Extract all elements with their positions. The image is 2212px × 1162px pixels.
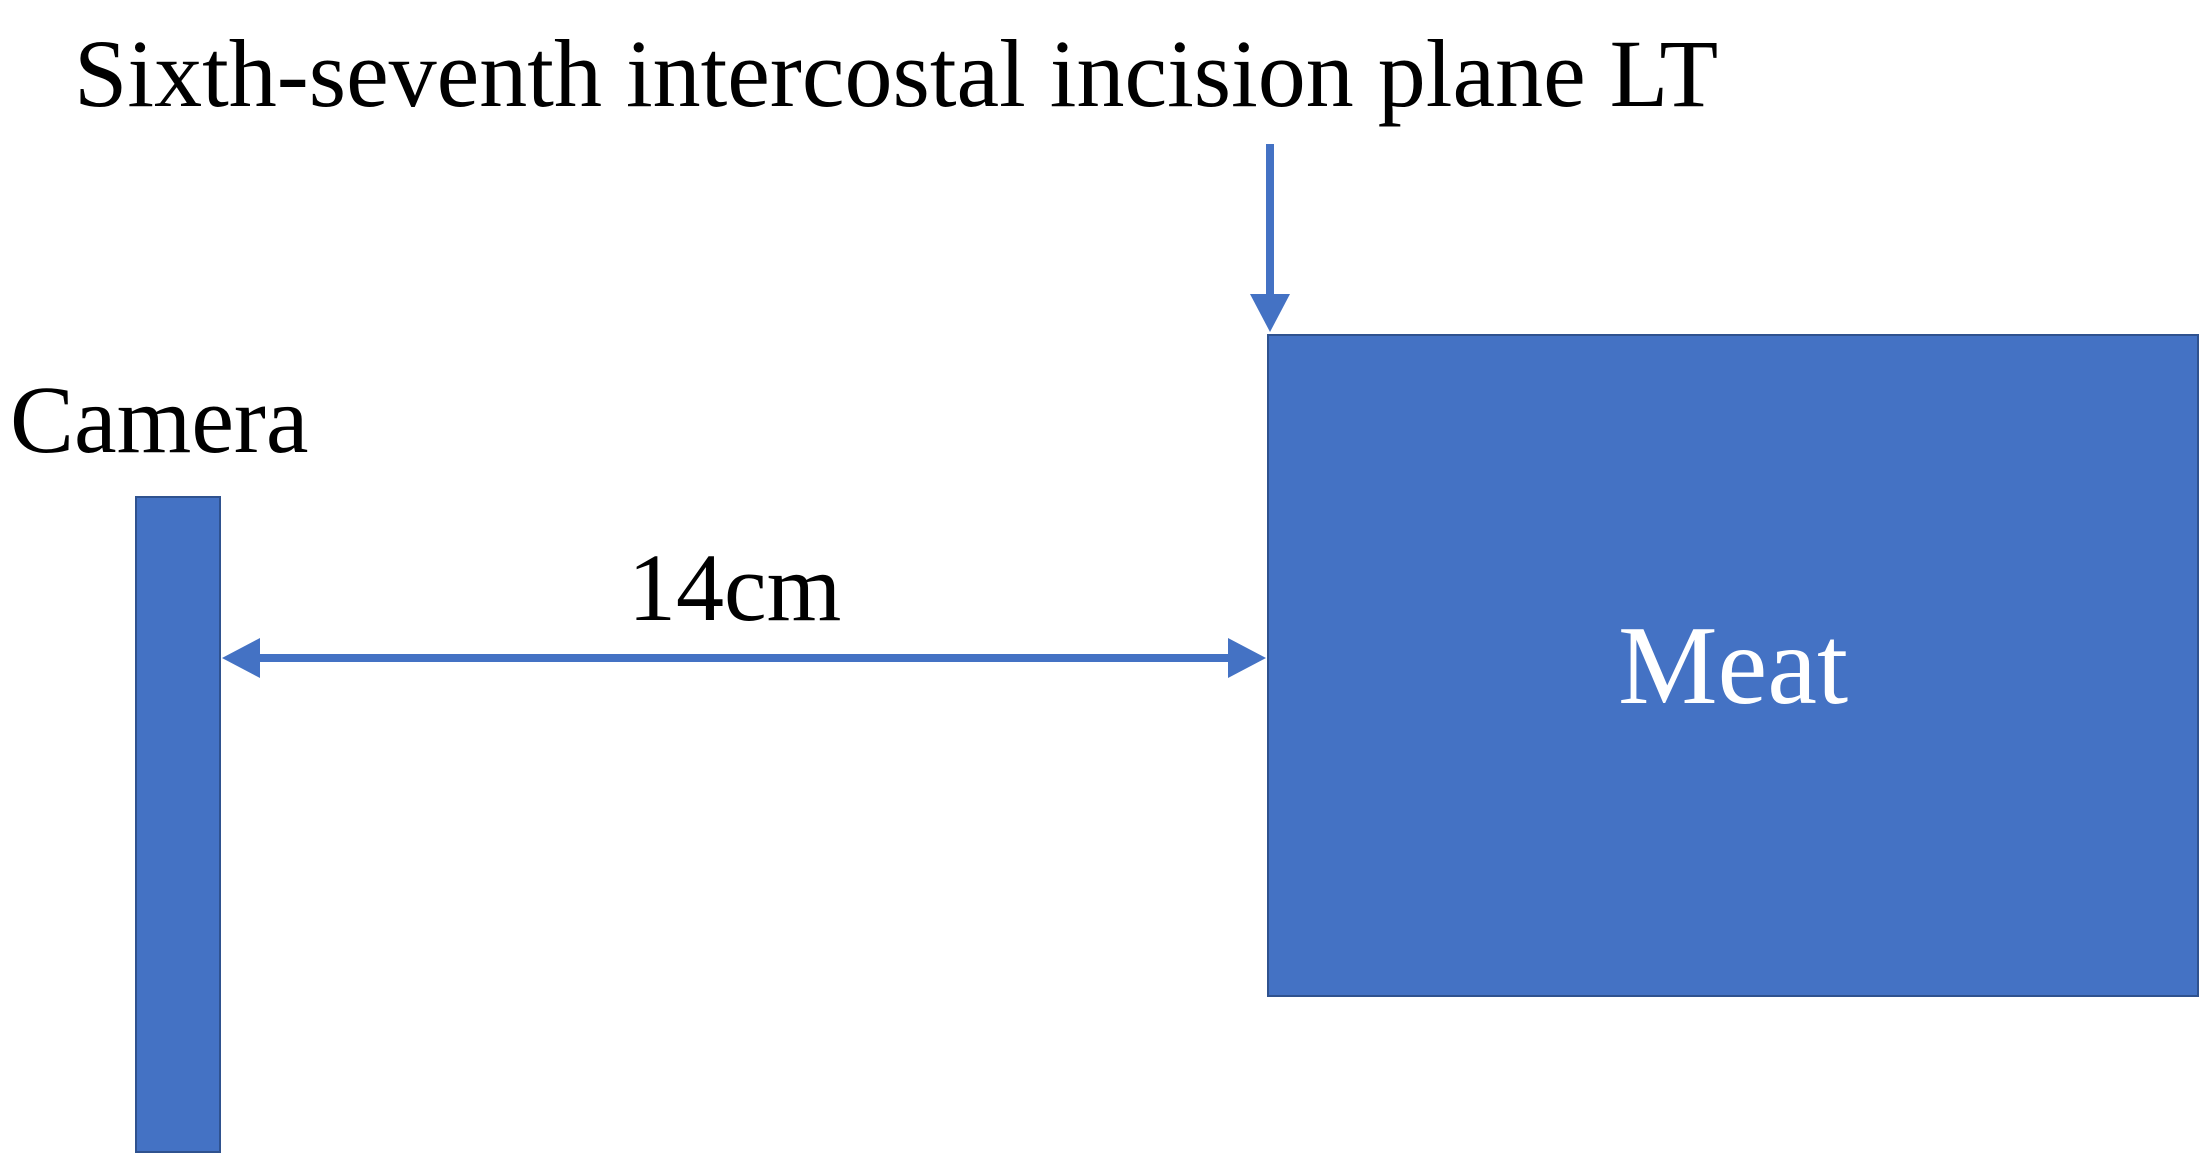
distance-label: 14cm: [628, 534, 842, 641]
incision-plane-label: Sixth-seventh intercostal incision plane…: [74, 20, 1719, 127]
camera-bar: [135, 496, 221, 1153]
meat-label-container: Meat: [1268, 335, 2198, 996]
camera-label: Camera: [10, 366, 309, 473]
meat-label: Meat: [1617, 603, 1849, 728]
meat-block: [1267, 334, 2199, 997]
distance-arrow: [222, 638, 1266, 678]
incision-arrow: [1250, 144, 1290, 332]
